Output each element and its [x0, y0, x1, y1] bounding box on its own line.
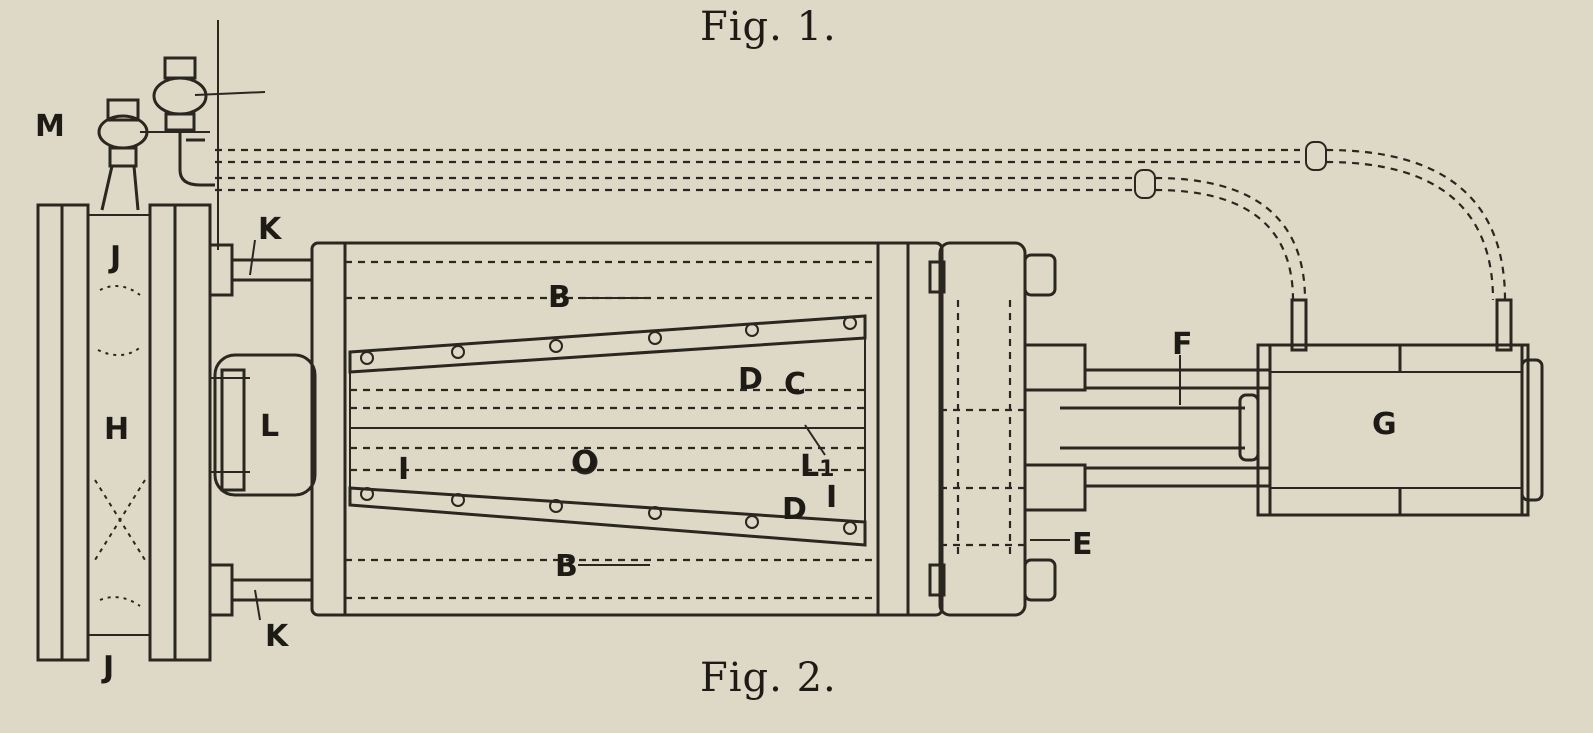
- label-m: M: [35, 109, 65, 144]
- label-l: L: [260, 409, 280, 444]
- main-housing: [310, 241, 944, 617]
- label-d-top: D: [738, 362, 763, 397]
- end-flange-e: [928, 241, 1057, 617]
- label-j-top: J: [110, 240, 122, 275]
- label-l1: L1: [800, 452, 834, 482]
- leader-lines: [249, 239, 1181, 621]
- figure-2-caption: Fig. 2.: [700, 655, 837, 701]
- label-b-top: B: [548, 280, 571, 315]
- valve-assembly: [97, 20, 266, 250]
- control-cables: [215, 141, 1507, 301]
- figure-1-caption: Fig. 1.: [700, 4, 837, 50]
- label-l1-subscript: 1: [819, 457, 835, 482]
- label-j-bottom: J: [103, 650, 115, 685]
- label-i-right: I: [826, 480, 838, 515]
- shafts-f: [1023, 343, 1270, 512]
- motor-g: [1256, 298, 1544, 517]
- left-flange: [36, 203, 212, 662]
- label-b-bottom: B: [555, 549, 578, 584]
- label-k-top: K: [258, 212, 282, 247]
- label-k-bottom: K: [265, 619, 289, 654]
- valve-l: [210, 353, 317, 497]
- label-i-left: I: [398, 452, 410, 487]
- label-o: O: [572, 445, 598, 480]
- label-d-bottom: D: [782, 492, 807, 527]
- label-c: C: [784, 367, 807, 402]
- label-f: F: [1172, 327, 1193, 362]
- label-e: E: [1072, 527, 1093, 562]
- label-h: H: [104, 412, 130, 447]
- label-g: G: [1372, 407, 1397, 442]
- label-l1-letter: L: [800, 449, 820, 484]
